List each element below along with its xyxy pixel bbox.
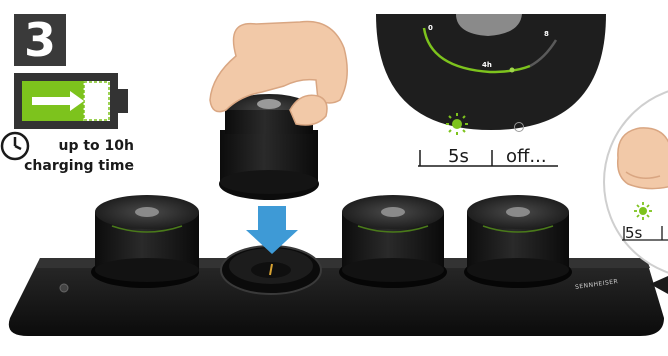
led-continuation: ...	[529, 146, 546, 167]
led-timing-labels: 5s off...	[414, 146, 574, 176]
empty-charging-slot	[221, 246, 321, 294]
hand-holding-device	[210, 22, 347, 200]
battery-charging-icon	[14, 73, 130, 129]
step-number-badge: 3	[14, 14, 66, 66]
device-3	[339, 195, 447, 288]
battery-dial-inset	[376, 14, 606, 130]
charging-time-text: up to 10h charging time	[2, 136, 134, 176]
led-on-duration: 5s	[448, 146, 469, 167]
led-off-label: off...	[506, 146, 547, 167]
dial-label-8: 8	[544, 30, 549, 38]
device-1	[91, 195, 199, 288]
dock-power-led	[60, 284, 68, 292]
device-4	[464, 195, 572, 288]
dial-label-4h: 4h	[482, 61, 492, 69]
dial-label-0: 0	[428, 24, 433, 32]
inset-led-on-duration: 5s	[625, 224, 642, 242]
charging-time-label: charging time	[2, 156, 134, 176]
inset-led-timing: 5s	[618, 218, 668, 248]
charging-time-value: up to 10h	[2, 136, 134, 156]
